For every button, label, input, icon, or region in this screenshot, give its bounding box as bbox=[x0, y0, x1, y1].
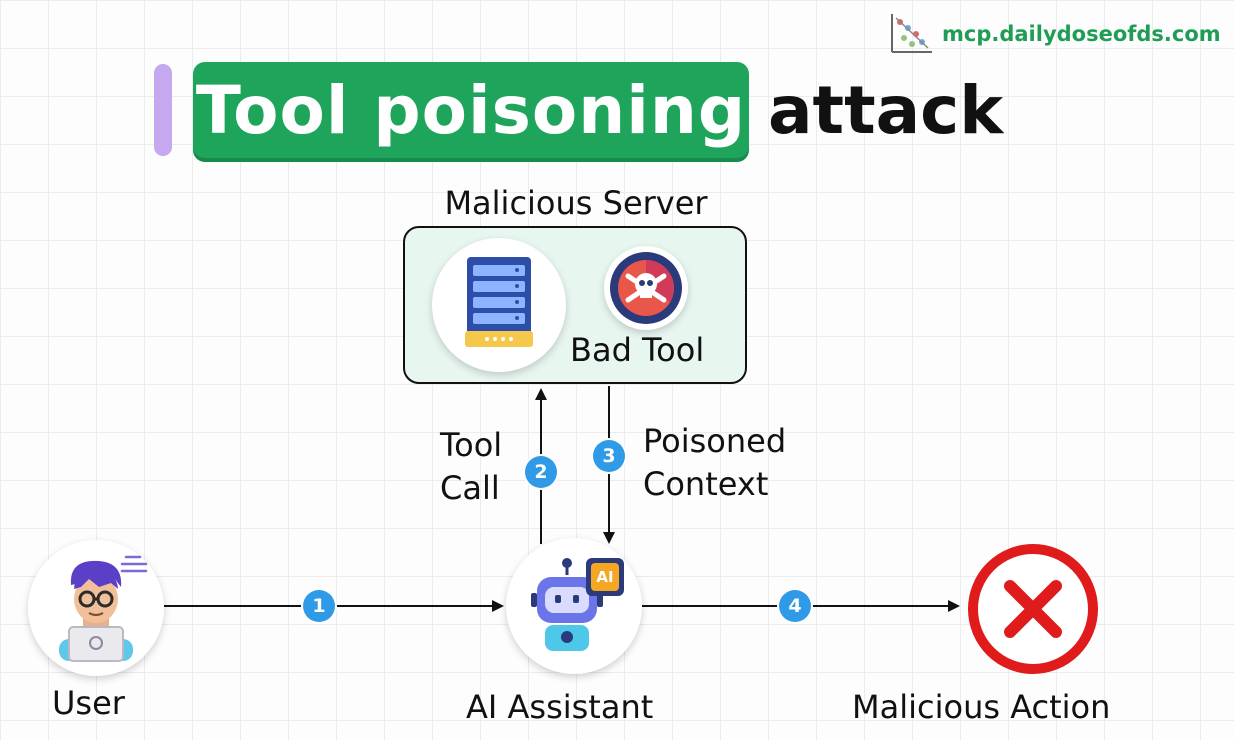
server-rack-icon bbox=[432, 238, 566, 372]
bad-tool-label: Bad Tool bbox=[570, 331, 705, 369]
brand-url[interactable]: mcp.dailydoseofds.com bbox=[942, 22, 1221, 46]
tool-call-line1: Tool bbox=[440, 426, 503, 464]
title-rest: attack bbox=[768, 71, 1004, 149]
malicious-action-label: Malicious Action bbox=[852, 688, 1111, 726]
poisoned-context-line1: Poisoned bbox=[643, 422, 787, 460]
title-accent-bar bbox=[154, 64, 172, 156]
red-x-icon bbox=[966, 542, 1100, 676]
user-with-laptop-icon bbox=[28, 540, 164, 676]
step-badge-3: 3 bbox=[593, 440, 625, 472]
poisoned-context-line2: Context bbox=[643, 465, 769, 503]
ai-assistant-label: AI Assistant bbox=[466, 688, 654, 726]
ai-chip-text: AI bbox=[591, 563, 619, 591]
brand: mcp.dailydoseofds.com bbox=[888, 12, 1221, 56]
scatter-plot-icon bbox=[891, 14, 932, 53]
step-badge-4: 4 bbox=[779, 590, 811, 622]
title-highlight-box: Tool poisoning bbox=[193, 62, 749, 158]
step-badge-1: 1 bbox=[303, 590, 335, 622]
tool-call-label: Tool Call bbox=[440, 424, 502, 510]
server-label: Malicious Server bbox=[444, 184, 708, 222]
user-label: User bbox=[52, 684, 125, 722]
skull-crossbones-icon bbox=[604, 246, 688, 330]
ai-chip-icon: AI bbox=[586, 558, 624, 596]
robot-icon bbox=[506, 538, 642, 674]
title-highlight-text: Tool poisoning bbox=[195, 71, 747, 149]
poisoned-context-label: Poisoned Context bbox=[643, 420, 786, 506]
tool-call-line2: Call bbox=[440, 469, 500, 507]
step-badge-2: 2 bbox=[525, 456, 557, 488]
